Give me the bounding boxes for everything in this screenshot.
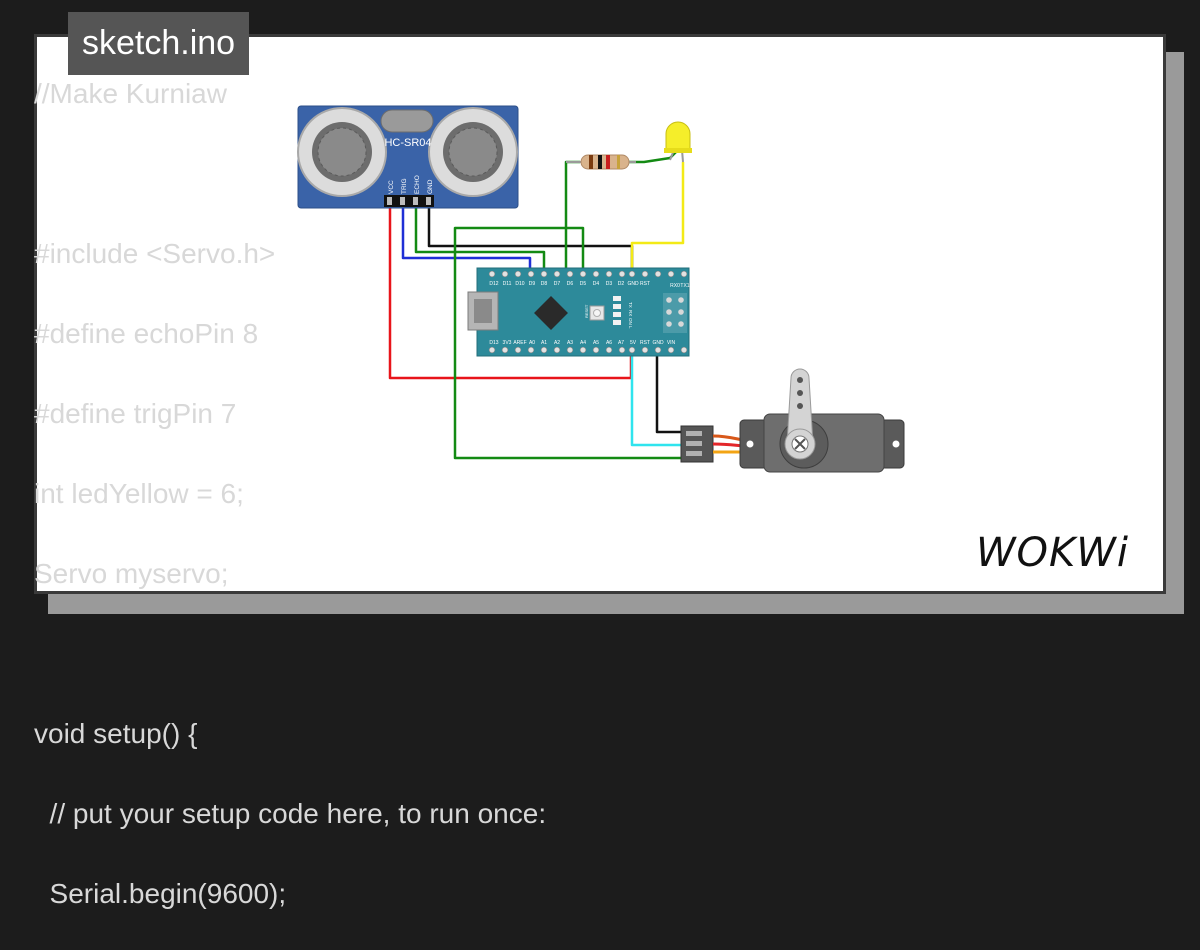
pin-label: D11 <box>503 281 512 287</box>
led-label: L <box>628 326 633 329</box>
wire-led-yellow <box>630 162 685 272</box>
pin-label: GND <box>627 281 639 287</box>
pin-label: RST <box>640 281 650 287</box>
ultrasonic-sensor[interactable]: HC-SR04 VCC TRIG ECHO GND <box>297 105 519 209</box>
led-label: ON <box>628 318 633 325</box>
pin-label: RX0 <box>670 283 680 289</box>
resistor[interactable] <box>566 154 636 170</box>
pin-label: A5 <box>593 340 599 346</box>
pin-label: D3 <box>606 281 613 287</box>
led-label: TX <box>628 302 633 308</box>
yellow-led[interactable] <box>664 121 692 163</box>
pin-label: D7 <box>554 281 561 287</box>
pin-label: A3 <box>567 340 573 346</box>
pin-label: 5V <box>630 340 637 346</box>
pin-label: GND <box>652 340 664 346</box>
code-line <box>34 630 546 678</box>
code-line: #define echoPin 8 <box>34 318 259 349</box>
sensor-pin-label: TRIG <box>401 178 408 194</box>
pin-label: D9 <box>529 281 536 287</box>
microcontroller-chip-icon <box>534 296 568 330</box>
pin-label: A1 <box>541 340 547 346</box>
pin-label: A4 <box>580 340 586 346</box>
pin-label: 3V3 <box>503 340 512 346</box>
code-line: int ledYellow = 6; <box>34 478 244 509</box>
wire-led-green <box>628 151 677 164</box>
circuit-diagram: HC-SR04 VCC TRIG ECHO GND RESE <box>297 105 905 473</box>
pin-label: A0 <box>529 340 535 346</box>
wire-resistor-green <box>564 160 580 272</box>
pin-label: D8 <box>541 281 548 287</box>
code-line: #define trigPin 7 <box>34 398 237 429</box>
wire-servo-5v-cyan <box>630 345 688 447</box>
code-line: Servo myservo; <box>34 558 229 589</box>
pin-label: D13 <box>489 340 498 346</box>
filename-tab: sketch.ino <box>68 12 250 75</box>
pin-label: D2 <box>618 281 625 287</box>
wokwi-logo: WOKWi <box>976 530 1129 576</box>
pin-label: VIN <box>667 340 676 346</box>
pin-label: D5 <box>580 281 587 287</box>
led-label: RX <box>628 310 633 316</box>
sensor-model-label: HC-SR04 <box>384 137 431 149</box>
code-line: void setup() { <box>34 718 198 749</box>
pin-label: AREF <box>513 340 526 346</box>
pin-label: A7 <box>618 340 624 346</box>
pin-label: D6 <box>567 281 574 287</box>
code-line: // put your setup code here, to run once… <box>34 798 547 829</box>
code-line: #include <Servo.h> <box>34 238 276 269</box>
reset-label: RESET <box>584 304 589 318</box>
pin-label: D12 <box>489 281 498 287</box>
arduino-nano-board[interactable]: RESET TX RX ON L <box>467 267 690 357</box>
code-line: Serial.begin(9600); <box>34 878 287 909</box>
pin-label: A2 <box>554 340 560 346</box>
board-top-pins <box>488 270 688 278</box>
wire-echo-green <box>414 205 546 272</box>
wire-trig-blue <box>401 205 532 272</box>
sensor-pin-label: ECHO <box>414 175 421 194</box>
pin-label: TX1 <box>680 283 689 289</box>
code-line: //Make Kurniaw <box>34 78 227 109</box>
pin-label: D10 <box>515 281 524 287</box>
pin-label: RST <box>640 340 650 346</box>
board-bottom-pins <box>488 346 688 354</box>
sensor-pin-label: VCC <box>388 180 395 194</box>
sensor-pin-label: GND <box>427 179 434 194</box>
servo-motor[interactable] <box>680 368 905 473</box>
pin-label: D4 <box>593 281 600 287</box>
wire-servo-gnd-black <box>655 345 688 434</box>
wire-servo-signal-green <box>453 226 688 460</box>
pin-label: A6 <box>606 340 612 346</box>
